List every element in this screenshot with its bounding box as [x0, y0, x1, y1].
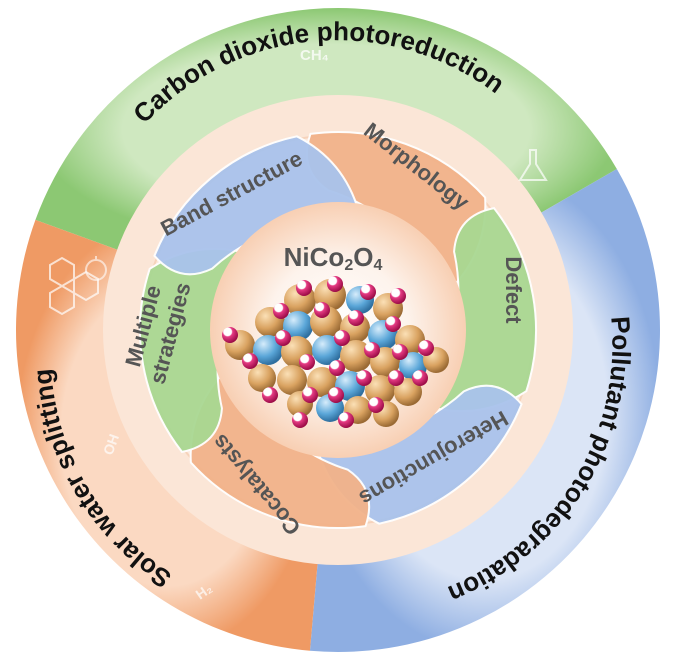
atom-blue — [283, 311, 313, 341]
formula-label: NiCo2O4 — [284, 242, 383, 274]
atom-oxygen — [392, 344, 408, 360]
atom-blue — [312, 335, 342, 365]
atom-gold — [394, 378, 422, 406]
atom-oxygen — [296, 280, 312, 296]
atom-oxygen — [338, 412, 354, 428]
atom-gold — [277, 365, 307, 395]
outer-sector-pollutant — [309, 169, 661, 652]
atom-oxygen — [388, 370, 404, 386]
atom-oxygen — [273, 303, 289, 319]
atom-oxygen — [385, 316, 401, 332]
atom-oxygen — [299, 354, 315, 370]
atom-oxygen — [302, 387, 318, 403]
flask-round-icon — [85, 256, 107, 281]
atom-oxygen — [334, 330, 350, 346]
atom-oxygen — [360, 284, 376, 300]
strategy-label-defect: Defect — [501, 256, 526, 324]
atom-gold — [365, 375, 395, 405]
atom-oxygen — [364, 342, 380, 358]
atom-oxygen — [418, 340, 434, 356]
petal-band-structure — [153, 135, 361, 276]
atom-oxygen — [356, 370, 372, 386]
atom-oxygen — [275, 330, 291, 346]
atom-oxygen — [390, 288, 406, 304]
atom-gold — [340, 340, 372, 372]
outer-sector-co2 — [35, 7, 617, 252]
flask-icon — [518, 149, 548, 181]
atom-oxygen — [292, 412, 308, 428]
atom-oxygen — [368, 397, 384, 413]
faint-label-ch4: CH₄ — [300, 47, 329, 64]
atom-oxygen — [412, 370, 428, 386]
atom-oxygen — [329, 360, 345, 376]
atom-oxygen — [242, 353, 258, 369]
atom-gold — [248, 364, 276, 392]
atom-oxygen — [327, 276, 343, 292]
crystal-structure — [222, 276, 449, 428]
atom-oxygen — [262, 387, 278, 403]
faint-label-oh: OH — [100, 432, 122, 457]
atom-blue — [253, 335, 283, 365]
atom-oxygen — [328, 387, 344, 403]
atom-oxygen — [348, 310, 364, 326]
atom-oxygen — [222, 327, 238, 343]
faint-label-h2: H₂ — [193, 580, 216, 602]
atom-oxygen — [314, 302, 330, 318]
